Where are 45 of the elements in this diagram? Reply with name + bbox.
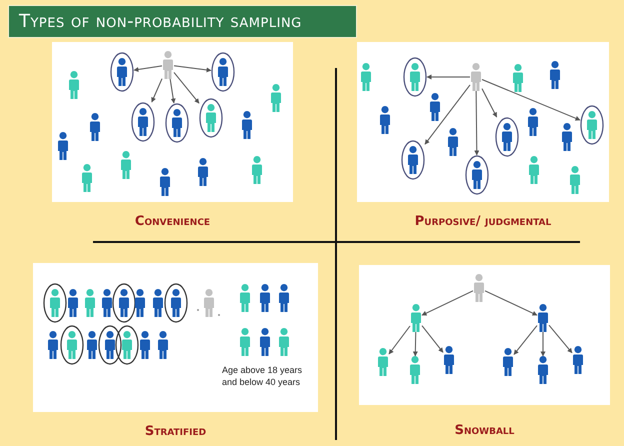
person-icon (537, 304, 549, 332)
arrow (388, 326, 410, 354)
circled-person-icon (211, 52, 235, 92)
person-icon (377, 348, 389, 376)
circled-person-icon (199, 98, 223, 138)
panel-heading: Stratified (144, 424, 208, 439)
person-icon (409, 356, 421, 384)
arrow (151, 78, 162, 102)
arrow (482, 88, 498, 118)
arrow (134, 65, 162, 72)
arrow (174, 65, 212, 72)
panel-heading: Purposive/ judgmental (414, 214, 552, 229)
person-icon (473, 274, 485, 302)
arrow (174, 72, 200, 104)
arrow (170, 78, 176, 104)
arrow (482, 78, 580, 121)
arrow (540, 332, 546, 356)
note-text: Age above 18 years and below 40 years (222, 364, 304, 388)
panel-heading: Convenience (134, 214, 212, 229)
title-banner: Types of non-probability sampling (8, 5, 357, 38)
person-icon (443, 346, 455, 374)
arrow (422, 290, 474, 316)
arrow (426, 74, 470, 80)
circled-person-icon (580, 105, 604, 145)
arrow (548, 324, 572, 354)
arrow (412, 332, 418, 356)
arrow (474, 90, 480, 156)
person-icon (502, 348, 514, 376)
circled-person-icon (403, 57, 427, 97)
circled-person-icon (401, 140, 425, 180)
panel-heading: Snowball (454, 423, 516, 438)
arrow (514, 325, 538, 355)
circled-person-icon (165, 103, 189, 143)
person-icon (572, 346, 584, 374)
person-icon (162, 51, 174, 79)
person-icon (537, 356, 549, 384)
circled-person-icon (131, 102, 155, 142)
circled-person-icon (495, 117, 519, 157)
arrow (424, 84, 470, 145)
person-icon (470, 63, 482, 91)
person-icon (410, 304, 422, 332)
circled-person-icon (110, 52, 134, 92)
circled-person-icon (465, 155, 489, 195)
arrow (422, 325, 444, 353)
arrow (484, 290, 538, 316)
